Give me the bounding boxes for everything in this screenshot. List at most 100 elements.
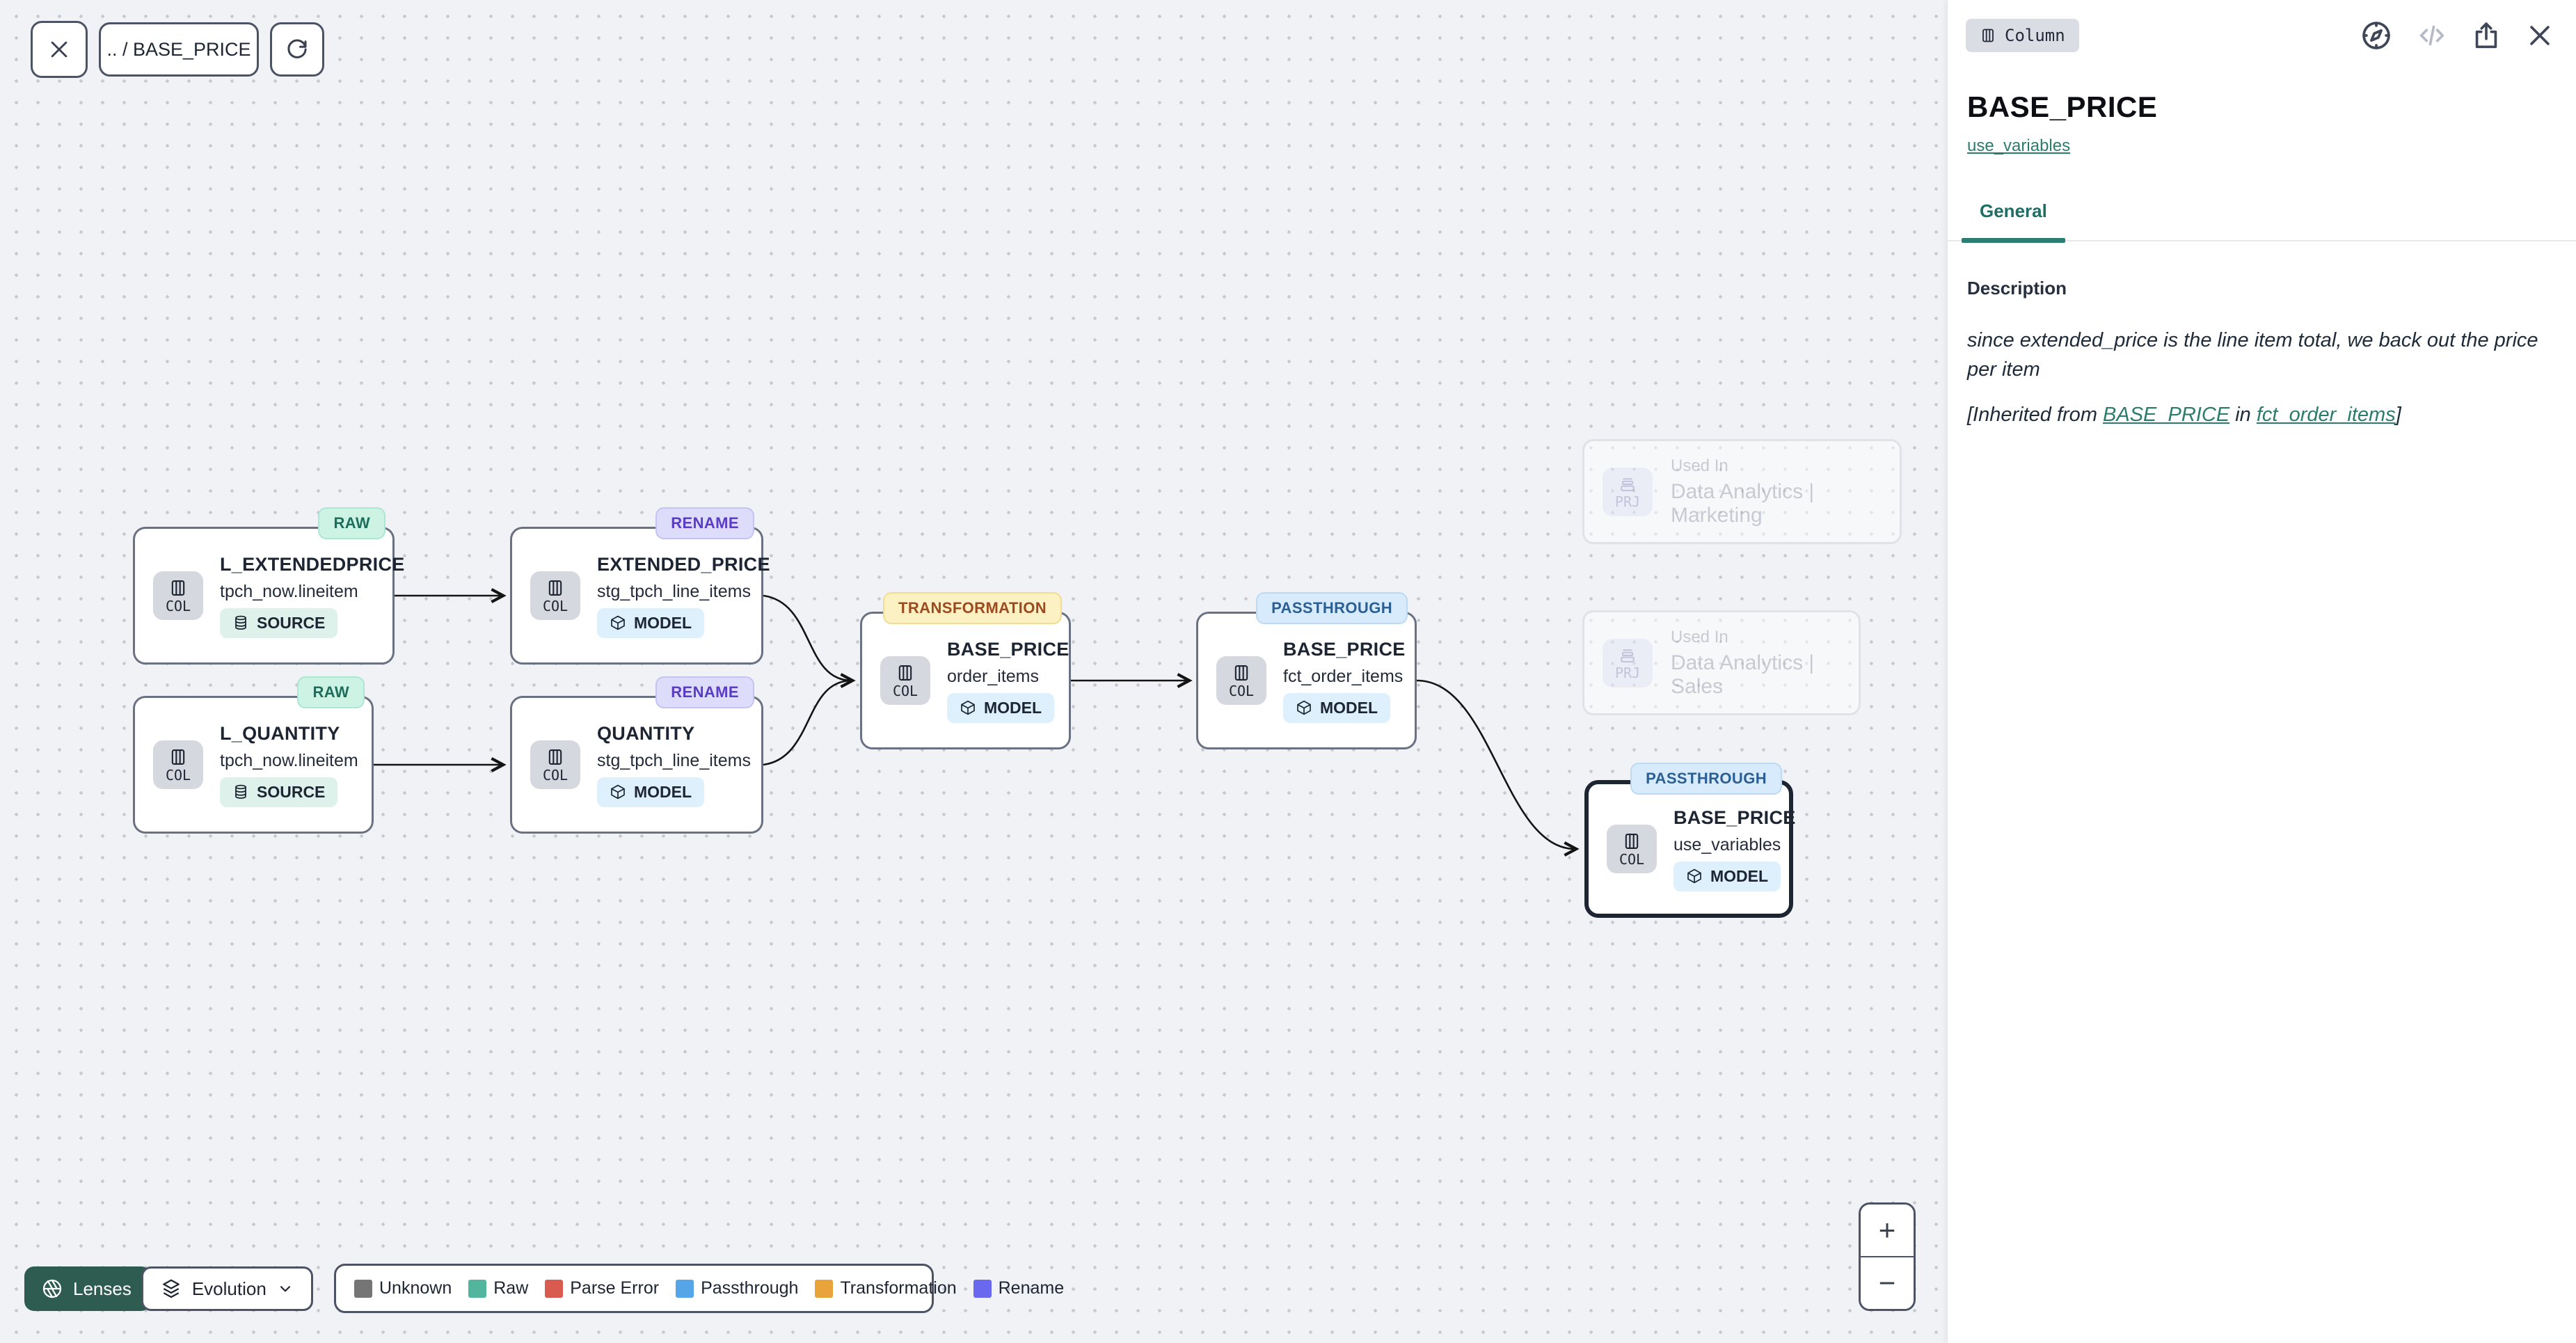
zoom-out-button[interactable]: − (1861, 1256, 1914, 1309)
edge-quantity-orderitems (763, 679, 852, 766)
node-subtitle: tpch_now.lineitem (220, 581, 358, 601)
entity-type-chip: Column (1966, 19, 2079, 52)
node-kind-badge: MODEL (597, 607, 705, 638)
node-subtitle: order_items (947, 666, 1039, 686)
node-subtitle: stg_tpch_line_items (597, 581, 751, 601)
column-icon (896, 663, 915, 683)
cube-icon (1686, 868, 1703, 884)
node-kind-badge: MODEL (1673, 861, 1781, 891)
close-panel-button[interactable] (2525, 20, 2555, 51)
node-title: BASE_PRICE (947, 638, 1070, 660)
legend-label: Transformation (840, 1278, 957, 1298)
share-button[interactable] (2470, 19, 2502, 51)
node-type-label: COL (542, 767, 569, 784)
node-kind-label: MODEL (1710, 866, 1769, 885)
column-icon (168, 747, 188, 767)
node-extended-price[interactable]: RENAME COL EXTENDED_PRICE stg_tpch_line_… (510, 507, 770, 665)
inherited-suffix: ] (2395, 404, 2401, 427)
panel-title: BASE_PRICE (1967, 90, 2158, 123)
lens-selected-label: Evolution (191, 1278, 267, 1299)
node-kind-badge: SOURCE (220, 777, 338, 807)
evolution-badge: TRANSFORMATION (883, 592, 1062, 624)
node-kind-label: MODEL (634, 782, 692, 801)
legend-label: Raw (493, 1278, 529, 1298)
node-l-quantity[interactable]: RAW COL L_QUANTITY tpch_now.lineitem SOU… (133, 676, 374, 834)
refresh-icon (285, 37, 310, 62)
close-icon (47, 38, 71, 61)
node-subtitle: tpch_now.lineitem (220, 750, 358, 770)
column-type-tile: COL (153, 571, 203, 620)
node-quantity[interactable]: RENAME COL QUANTITY stg_tpch_line_items … (510, 676, 763, 834)
legend-swatch-rename (973, 1279, 992, 1298)
project-stack-icon (1618, 646, 1637, 666)
node-type-label: COL (1619, 851, 1645, 868)
lenses-label: Lenses (73, 1278, 132, 1299)
legend-item-unknown: Unknown (354, 1278, 452, 1298)
lens-selector[interactable]: Evolution (141, 1266, 313, 1311)
used-in-label: Used In (1671, 456, 1728, 475)
node-base-price-use-variables-selected[interactable]: PASSTHROUGH COL BASE_PRICE use_variables… (1584, 763, 1795, 918)
panel-actions (2359, 18, 2555, 53)
project-type-label: PRJ (1614, 664, 1641, 681)
legend-item-rename: Rename (973, 1278, 1064, 1298)
legend-label: Unknown (379, 1278, 452, 1298)
column-type-tile: COL (530, 571, 580, 620)
node-type-label: COL (165, 767, 191, 784)
edge-fctorderitems-usevariables (1416, 679, 1580, 857)
breadcrumb-label: .. / BASE_PRICE (106, 38, 251, 60)
zoom-control: + − (1859, 1202, 1916, 1311)
lineage-canvas[interactable]: .. / BASE_PRICE RAW COL L_EXTENDEDPRICE … (0, 0, 1948, 1343)
model-link[interactable]: use_variables (1967, 136, 2071, 155)
breadcrumb[interactable]: .. / BASE_PRICE (99, 22, 259, 77)
close-lineage-button[interactable] (31, 21, 88, 78)
panel-tabs: General (1948, 200, 2576, 243)
description-text: since extended_price is the line item to… (1967, 329, 2538, 381)
legend-item-parse-error: Parse Error (545, 1278, 659, 1298)
panel-header: Column (1948, 0, 2576, 53)
explore-button[interactable] (2359, 18, 2394, 53)
column-type-tile: COL (530, 740, 580, 789)
database-icon (232, 784, 249, 800)
cube-icon (960, 699, 976, 716)
node-kind-badge: SOURCE (220, 607, 338, 638)
column-icon (168, 578, 188, 598)
node-type-label: COL (1228, 683, 1255, 699)
description-label: Description (1967, 278, 2067, 299)
column-icon (1622, 832, 1641, 851)
used-in-card-marketing[interactable]: PRJ Used In Data Analytics | Marketing (1582, 439, 1902, 544)
evolution-badge: PASSTHROUGH (1630, 763, 1782, 795)
node-kind-label: MODEL (634, 613, 692, 632)
node-l-extendedprice[interactable]: RAW COL L_EXTENDEDPRICE tpch_now.lineite… (133, 507, 404, 665)
layers-icon (160, 1278, 182, 1300)
node-kind-badge: MODEL (947, 692, 1055, 723)
used-in-project: Data Analytics | Marketing (1671, 479, 1815, 527)
evolution-badge: RAW (318, 507, 385, 539)
close-icon (2525, 20, 2555, 51)
tab-general[interactable]: General (1962, 200, 2065, 243)
used-in-project: Data Analytics | Sales (1671, 651, 1815, 698)
node-base-price-fct-order-items[interactable]: PASSTHROUGH COL BASE_PRICE fct_order_ite… (1196, 592, 1417, 749)
inherited-model-link[interactable]: fct_order_items (2256, 404, 2396, 427)
zoom-in-button[interactable]: + (1861, 1205, 1914, 1256)
column-type-tile: COL (153, 740, 203, 789)
project-type-label: PRJ (1614, 493, 1641, 510)
legend-swatch-unknown (354, 1279, 372, 1298)
code-button[interactable] (2416, 19, 2448, 51)
entity-type-label: Column (2005, 26, 2065, 45)
column-type-tile: COL (880, 656, 930, 705)
edge-extendedprice-orderitems (763, 594, 856, 688)
used-in-card-sales[interactable]: PRJ Used In Data Analytics | Sales (1582, 610, 1861, 715)
database-icon (232, 614, 249, 631)
node-title: L_EXTENDEDPRICE (220, 553, 405, 575)
column-icon (546, 747, 565, 767)
project-type-tile: PRJ (1603, 467, 1653, 516)
lenses-button[interactable]: Lenses (24, 1266, 151, 1311)
chevron-down-icon (276, 1280, 294, 1298)
column-icon (1980, 27, 1996, 44)
refresh-button[interactable] (270, 22, 324, 77)
inherited-column-link[interactable]: BASE_PRICE (2103, 404, 2230, 427)
column-type-tile: COL (1607, 825, 1657, 873)
node-base-price-order-items[interactable]: TRANSFORMATION COL BASE_PRICE order_item… (860, 592, 1071, 749)
evolution-badge: RENAME (655, 676, 754, 708)
